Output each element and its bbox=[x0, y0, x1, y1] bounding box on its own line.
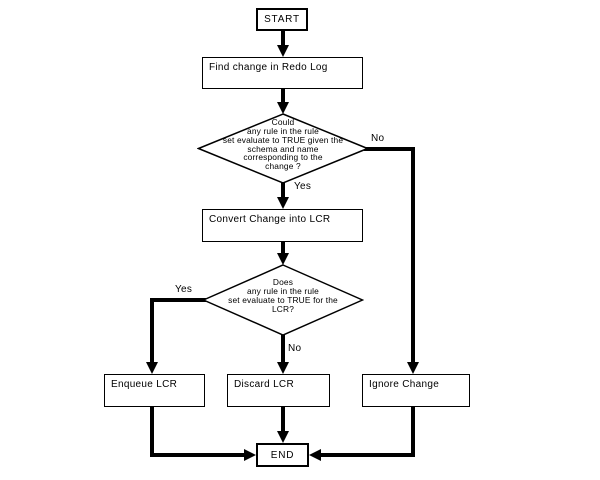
edge-decision-lcr-yes-to-enqueue bbox=[146, 298, 206, 374]
decision-lcr-diamond-shape bbox=[202, 264, 364, 336]
edge-label-schema-yes: Yes bbox=[294, 181, 312, 192]
node-decision-lcr: Does any rule in the rule set evaluate t… bbox=[202, 264, 364, 336]
node-discard-lcr: Discard LCR bbox=[227, 374, 330, 407]
edge-decision-schema-no-to-ignore bbox=[364, 147, 419, 374]
edge-label-lcr-yes: Yes bbox=[175, 284, 193, 295]
edge-label-schema-no: No bbox=[371, 133, 385, 144]
decision-schema-diamond-shape bbox=[197, 113, 369, 184]
node-decision-schema: Could any rule in the rule set evaluate … bbox=[197, 113, 369, 184]
node-start: START bbox=[256, 8, 308, 31]
node-ignore-change: Ignore Change bbox=[362, 374, 470, 407]
edge-enqueue-to-end bbox=[150, 407, 256, 461]
edge-label-lcr-no: No bbox=[288, 343, 302, 354]
decision-lcr-label: Does any rule in the rule set evaluate t… bbox=[228, 277, 338, 314]
edge-ignore-to-end bbox=[309, 407, 415, 461]
node-end: END bbox=[256, 443, 309, 467]
node-enqueue-lcr: Enqueue LCR bbox=[104, 374, 205, 407]
node-find-change: Find change in Redo Log bbox=[202, 57, 363, 89]
decision-schema-label: Could any rule in the rule set evaluate … bbox=[222, 117, 344, 172]
node-convert-change: Convert Change into LCR bbox=[202, 209, 363, 242]
